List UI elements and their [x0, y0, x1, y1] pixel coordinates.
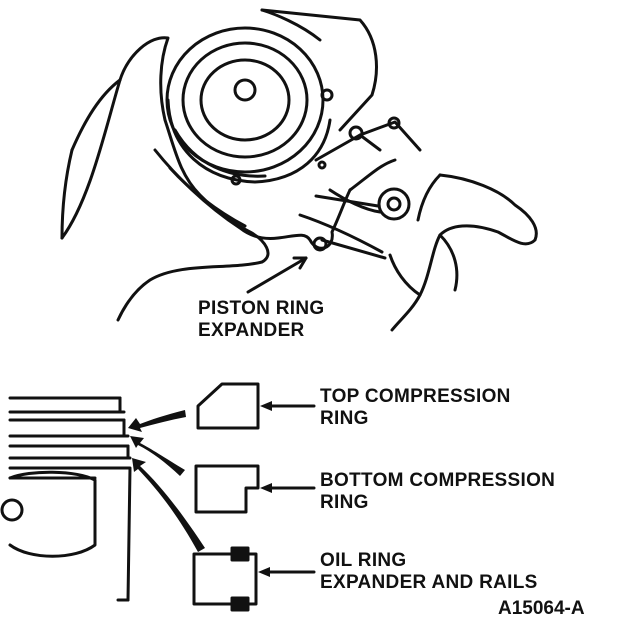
piston-cross-section	[0, 396, 132, 602]
bottom-compression-ring-label: BOTTOM COMPRESSION RING	[320, 470, 555, 514]
ring-leaders	[258, 401, 316, 577]
oil-ring-label: OIL RING EXPANDER AND RAILS	[320, 550, 538, 594]
label-line: RING	[320, 408, 369, 429]
label-line: BOTTOM COMPRESSION	[320, 470, 556, 491]
top-compression-ring-label: TOP COMPRESSION RING	[320, 386, 511, 430]
bottom-compression-ring-icon	[194, 464, 260, 514]
piston-ring-expander-label: PISTON RING EXPANDER	[198, 298, 324, 342]
label-line: PISTON RING	[198, 298, 325, 319]
top-compression-ring-icon	[196, 382, 260, 430]
label-line: TOP COMPRESSION	[320, 386, 511, 407]
label-line: RING	[320, 492, 369, 513]
figure-reference-number: A15064-A	[498, 598, 585, 619]
label-line: EXPANDER	[198, 320, 305, 341]
expander-leader	[246, 256, 308, 294]
right-hand	[390, 173, 538, 332]
groove-arrows	[128, 410, 205, 552]
oil-ring-icon	[192, 546, 258, 612]
label-line: EXPANDER AND RAILS	[320, 572, 538, 593]
piston-illustration	[60, 8, 538, 332]
label-line: OIL RING	[320, 550, 407, 571]
